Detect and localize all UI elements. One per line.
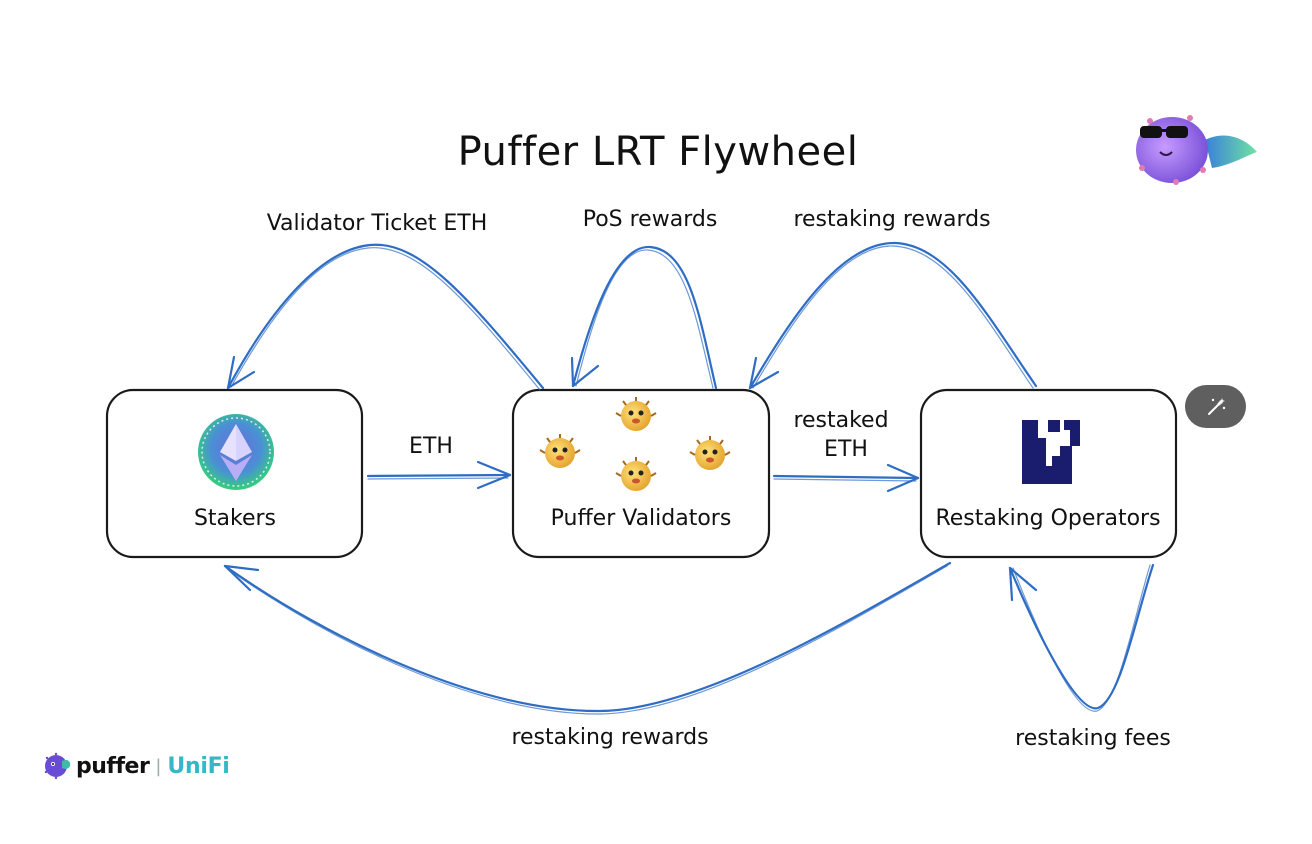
pos-rewards-arrow [570, 245, 718, 390]
pufferfish-emoji-icon [539, 397, 731, 491]
brand-unifi-text: UniFi [167, 753, 230, 779]
restaked-label-line2: ETH [824, 437, 868, 462]
restaking-rewards-top-arrow [748, 241, 1038, 390]
ethereum-badge-icon [198, 414, 274, 490]
restaking-rewards-top-label: restaking rewards [793, 207, 990, 232]
restaked-label-line1: restaked [793, 408, 888, 433]
restaking-rewards-bottom-label: restaking rewards [511, 725, 708, 750]
brand-separator: | [155, 755, 162, 777]
brand-logo: puffer | UniFi [42, 752, 230, 780]
restaking-rewards-bottom-arrow [223, 561, 952, 715]
stakers-label: Stakers [194, 506, 276, 531]
diagram-title: Puffer LRT Flywheel [458, 129, 859, 175]
eth-label: ETH [409, 434, 453, 459]
operators-label: Restaking Operators [935, 506, 1160, 531]
eth-arrow [366, 460, 512, 490]
validator-ticket-label: Validator Ticket ETH [267, 211, 488, 236]
magic-wand-icon [1207, 397, 1225, 415]
restaking-fees-label: restaking fees [1015, 726, 1171, 751]
brand-puffer-text: puffer [76, 753, 150, 779]
restaked-eth-arrow [772, 463, 920, 493]
validators-label: Puffer Validators [551, 506, 732, 531]
pos-rewards-label: PoS rewards [583, 207, 718, 232]
pufferfish-logo-icon [44, 752, 71, 780]
eigenlayer-logo-icon [1022, 420, 1080, 484]
validator-ticket-arrow [226, 243, 545, 391]
magic-edit-button[interactable] [1185, 385, 1246, 428]
restaking-fees-arrow [1008, 563, 1155, 712]
pufferfish-mascot-icon [1136, 115, 1257, 185]
